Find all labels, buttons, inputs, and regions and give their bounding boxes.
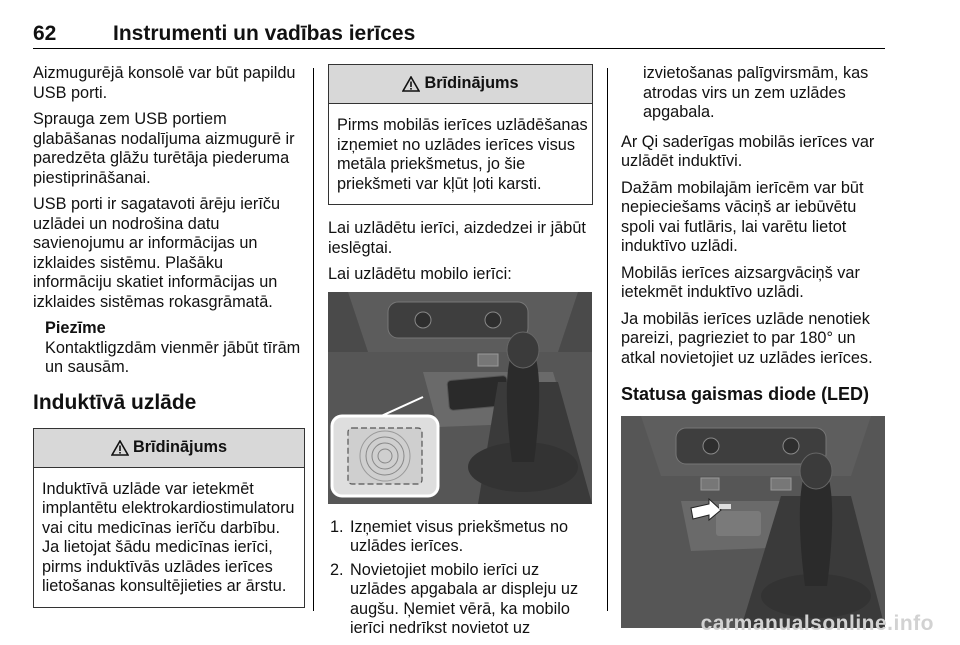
paragraph: Sprauga zem USB portiem glabāšanas nodal… (33, 110, 295, 187)
paragraph: Ja mobilās ierīces uzlāde nenotiek parei… (621, 309, 873, 367)
header-rule (33, 48, 885, 49)
note-text: Kontaktligzdām vienmēr jābūt tīrām un sa… (45, 338, 301, 377)
warning-triangle-icon (402, 76, 421, 92)
warning-title: Brīdinājums (132, 437, 228, 456)
warning-box: Brīdinājums Pirms mobilās ierīces uzlādē… (328, 64, 593, 205)
column-divider-1 (313, 68, 314, 611)
warning-title: Brīdinājums (424, 74, 519, 93)
section-heading: Statusa gaismas diode (LED) (621, 384, 870, 404)
warning-text: Pirms mobilās ierīces uzlādēšanas izņemi… (337, 116, 588, 193)
warning-header: Brīdinājums (34, 428, 304, 468)
watermark: carmanualsonline.info (700, 612, 934, 635)
steps-list: 1. Izņemiet visus priekšmetus no uzlādes … (328, 518, 593, 639)
warning-box: Brīdinājums Induktīvā uzlāde var ietekmē… (33, 427, 305, 608)
list-item: 1. Izņemiet visus priekšmetus no uzlādes … (328, 518, 593, 557)
page-title: Instrumenti un vadības ierīces (113, 22, 416, 45)
paragraph: Ar Qi saderīgas mobilās ierīces var uzlā… (621, 132, 875, 171)
note-title: Piezīme (45, 319, 106, 337)
step-continuation: izvietošanas palīgvirsmām, kas atrodas v… (643, 64, 869, 121)
step-number: 1. (330, 517, 344, 536)
paragraph: USB porti ir sagatavoti ārēju ierīču uzl… (33, 195, 281, 311)
step-number: 2. (330, 560, 344, 579)
paragraph: Aizmugurējā konsolē var būt papildu USB … (33, 64, 296, 102)
step-text: Novietojiet mobilo ierīci uz uzlādes apg… (350, 560, 579, 638)
paragraph: Lai uzlādētu mobilo ierīci: (328, 265, 512, 283)
warning-triangle-icon (110, 439, 129, 456)
column-1: Aizmugurējā konsolē var būt papildu USB … (33, 64, 305, 622)
page-number: 62 (33, 22, 57, 45)
column-2: Brīdinājums Pirms mobilās ierīces uzlādē… (328, 64, 593, 645)
warning-text: Induktīvā uzlāde var ietekmēt implantētu… (42, 479, 295, 596)
list-item: 2. Novietojiet mobilo ierīci uz uzlādes a… (328, 561, 593, 639)
paragraph: Dažām mobilajām ierīcēm var būt nepiecie… (621, 178, 864, 256)
section-heading: Induktīvā uzlāde (33, 390, 197, 414)
step-text: Izņemiet visus priekšmetus no uzlādes ie… (350, 517, 569, 556)
warning-header: Brīdinājums (329, 65, 592, 104)
column-3: izvietošanas palīgvirsmām, kas atrodas v… (621, 64, 889, 642)
paragraph: Mobilās ierīces aizsargvāciņš var ietekm… (621, 263, 860, 302)
column-divider-2 (607, 68, 608, 611)
paragraph: Lai uzlādētu ierīci, aizdedzei ir jābūt … (328, 219, 586, 257)
led-status-figure (621, 416, 885, 628)
wireless-charger-figure (328, 291, 592, 504)
